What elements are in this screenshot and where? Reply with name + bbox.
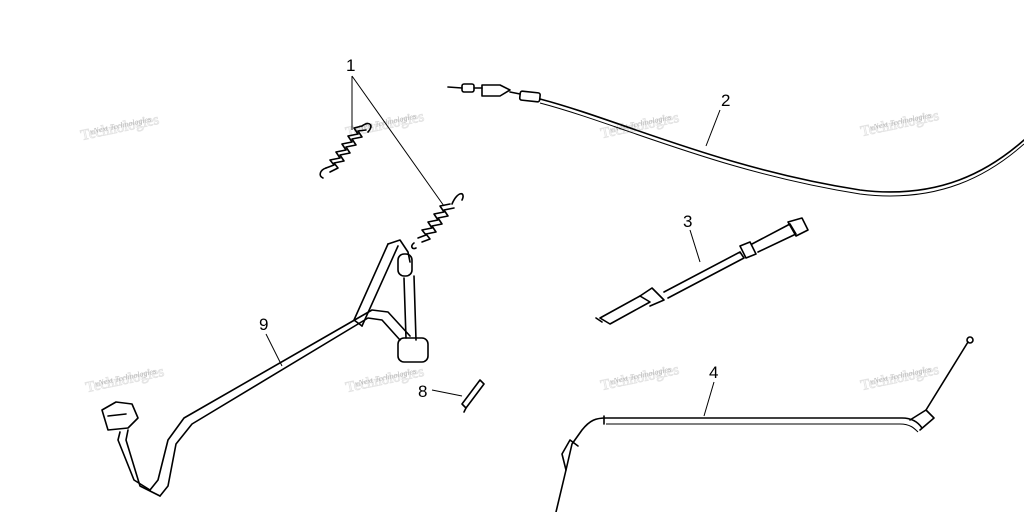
watermark-7: Technologies vNext Technologies: [599, 361, 681, 394]
part-lower-cable[interactable]: [555, 336, 974, 512]
leader-8: [431, 389, 463, 397]
leader-4: [703, 381, 715, 417]
callout-1: 1: [346, 56, 355, 75]
part-clip-pin[interactable]: [461, 379, 485, 413]
watermarks: Technologies vNext Technologies Technolo…: [79, 107, 941, 396]
watermark-2: Technologies vNext Technologies: [344, 108, 426, 141]
spring-lower: [411, 192, 464, 250]
leader-9: [265, 333, 283, 367]
spring-upper: [319, 122, 372, 179]
part-pedal-arm[interactable]: [101, 239, 429, 497]
part-long-cable[interactable]: [447, 83, 1024, 197]
leader-1b: [351, 75, 445, 207]
callouts: 1 2 3 4 8 9: [259, 56, 730, 401]
callout-3: 3: [683, 212, 692, 231]
watermark-1: Technologies vNext Technologies: [79, 111, 161, 144]
leader-lines: [265, 75, 721, 417]
watermark-4: Technologies vNext Technologies: [859, 107, 941, 140]
part-springs[interactable]: [319, 122, 464, 250]
watermark-6: Technologies vNext Technologies: [344, 363, 426, 396]
callout-8: 8: [418, 382, 427, 401]
part-rod[interactable]: [595, 217, 809, 325]
watermark-8: Technologies vNext Technologies: [859, 361, 941, 394]
callout-2: 2: [721, 91, 730, 110]
watermark-5: Technologies vNext Technologies: [84, 363, 166, 396]
callout-4: 4: [709, 363, 718, 382]
callout-9: 9: [259, 315, 268, 334]
leader-2: [705, 109, 721, 147]
leader-3: [689, 229, 701, 263]
